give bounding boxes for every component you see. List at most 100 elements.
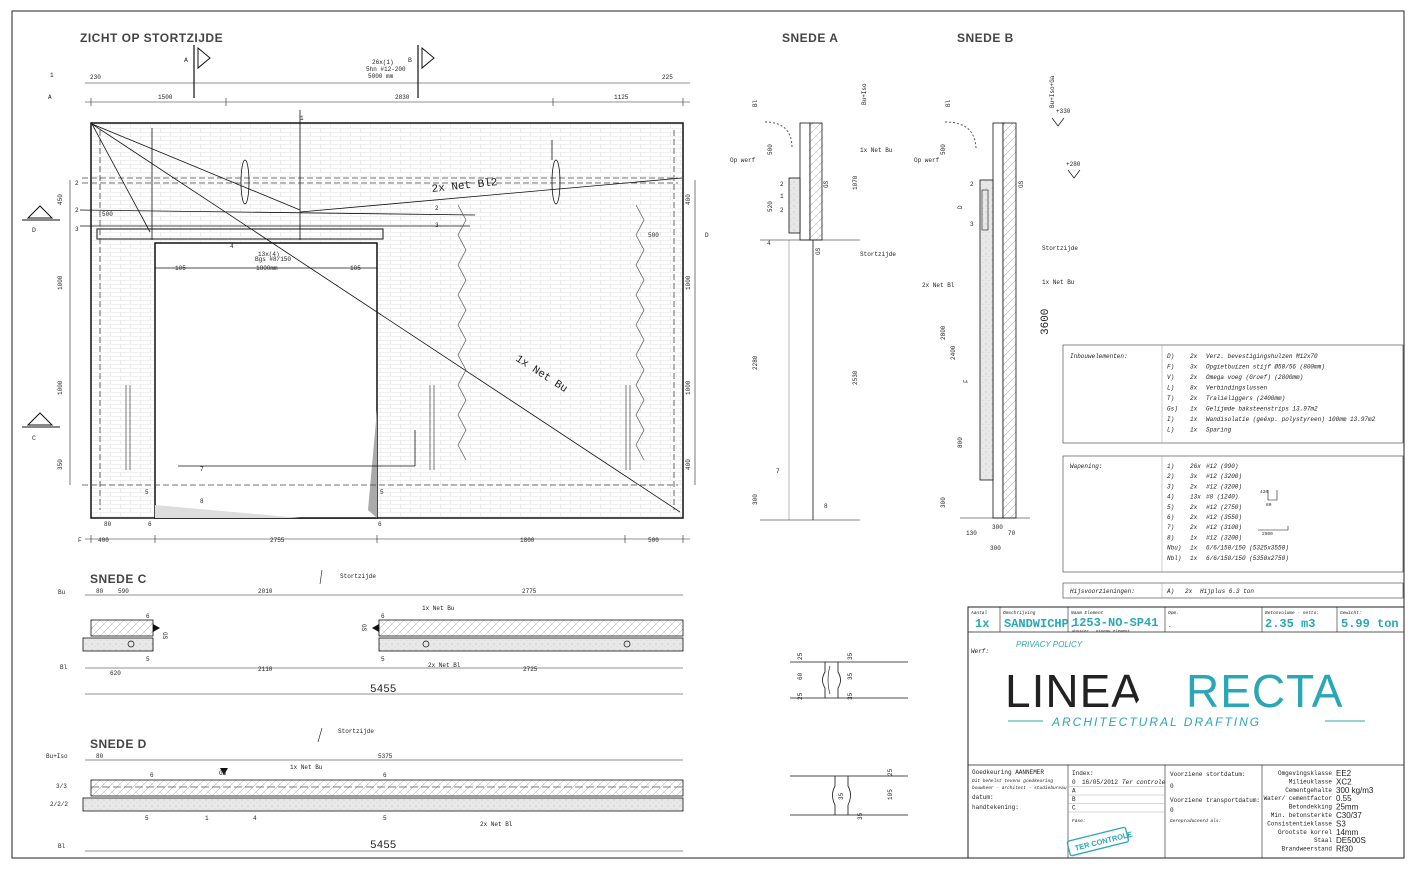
svg-text:D: D [957, 205, 964, 209]
inbouw-row-desc: Wandisolatie (geëxp. polystyreen) 100mm … [1206, 416, 1376, 423]
inbouw-row-qty: 1x [1190, 416, 1198, 423]
svg-text:35: 35 [838, 792, 845, 800]
svg-text:8: 8 [200, 498, 204, 505]
svg-text:2: 2 [75, 207, 79, 214]
svg-text:620: 620 [110, 670, 121, 677]
wapening-table: Wapening: 1)26x#12 (990)2)3x#12 (3200)3)… [1062, 455, 1404, 573]
svg-text:1x Net Bu: 1x Net Bu [1042, 279, 1075, 286]
svg-text:Wapening:: Wapening: [1070, 463, 1102, 470]
wapening-row-code: 8) [1167, 534, 1174, 541]
svg-text:2775: 2775 [522, 588, 537, 595]
svg-text:1000: 1000 [685, 275, 692, 290]
svg-text:70: 70 [1008, 530, 1016, 537]
rebar-note-1: 26x(1) [372, 59, 394, 66]
svg-text:Op werf: Op werf [730, 157, 756, 164]
svg-text:dossier: dossier [1072, 629, 1089, 634]
svg-text:5: 5 [380, 489, 384, 496]
wapening-row-desc: #12 (2750) [1206, 504, 1242, 511]
svg-text:GS: GS [823, 180, 830, 188]
svg-text:2400: 2400 [950, 345, 957, 360]
svg-text:80: 80 [1266, 502, 1272, 508]
inbouw-row-desc: Omega voeg (Groef) (2800mm) [1206, 374, 1303, 381]
svg-text:0: 0 [1170, 807, 1174, 814]
inbouw-row-qty: 1x [1190, 406, 1198, 413]
svg-text:1800: 1800 [520, 537, 535, 544]
wapening-row-qty: 2x [1190, 514, 1198, 521]
svg-text:1000: 1000 [57, 275, 64, 290]
svg-text:2x Net Bl: 2x Net Bl [428, 662, 461, 669]
index-row-letter: A [1072, 788, 1076, 795]
svg-text:300: 300 [990, 545, 1001, 552]
privacy-policy-link[interactable]: PRIVACY POLICY [1016, 640, 1083, 649]
section-a-title: SNEDE A [782, 31, 838, 45]
svg-text:1: 1 [780, 193, 784, 200]
inbouw-row-qty: 2x [1190, 353, 1198, 360]
inbouw-row-qty: 1x [1190, 427, 1198, 434]
svg-text:2x Net Bl: 2x Net Bl [480, 821, 513, 828]
property-label: Min. betonsterkte [1271, 812, 1333, 819]
svg-text:2755: 2755 [270, 537, 285, 544]
wapening-row-desc: #12 (990) [1206, 463, 1238, 470]
inbouw-row-desc: Verz. bevestigingshulzen M12x70 [1206, 353, 1318, 360]
wapening-row-desc: 6/6/150/150 (5325x3550) [1206, 545, 1289, 552]
svg-text:Stortzijde: Stortzijde [340, 573, 376, 580]
svg-text:225: 225 [662, 74, 673, 81]
svg-text:D: D [32, 227, 36, 234]
svg-text:105: 105 [887, 789, 894, 800]
wapening-row-qty: 3x [1190, 473, 1198, 480]
wapening-row-desc: #12 (3100) [1206, 524, 1242, 531]
svg-text:350: 350 [57, 459, 64, 470]
svg-text:3600: 3600 [1040, 309, 1052, 335]
svg-text:7: 7 [776, 468, 780, 475]
svg-text:element: element [1113, 629, 1130, 634]
svg-text:2110: 2110 [258, 666, 273, 673]
svg-text:5455: 5455 [370, 840, 396, 852]
inbouw-row-desc: Sparing [1206, 427, 1232, 434]
svg-text:2: 2 [970, 181, 974, 188]
svg-text:80: 80 [96, 753, 104, 760]
index-row-date: 16/05/2012 [1082, 779, 1118, 786]
svg-text:Bl: Bl [945, 99, 952, 107]
svg-text:2530: 2530 [852, 370, 859, 385]
svg-text:105: 105 [175, 265, 186, 272]
svg-text:+330: +330 [1056, 108, 1071, 115]
svg-text:LINEA: LINEA [1005, 665, 1143, 717]
property-value: 25mm [1336, 803, 1359, 812]
svg-text:3: 3 [435, 222, 439, 229]
elevation-title: ZICHT OP STORTZIJDE [80, 31, 223, 45]
svg-text:1x: 1x [975, 617, 989, 631]
wapening-row-code: 5) [1167, 504, 1174, 511]
inbouw-row-desc: Verbindingslussen [1206, 385, 1268, 392]
svg-text:2.35 m3: 2.35 m3 [1265, 617, 1315, 631]
wapening-row-qty: 1x [1190, 545, 1198, 552]
svg-text:420: 420 [1260, 489, 1268, 495]
elevation-view: ZICHT OP STORTZIJDE A B 26x(1) 5hn #12-2… [22, 31, 709, 544]
svg-text:520: 520 [767, 201, 774, 212]
section-b-title: SNEDE B [957, 31, 1014, 45]
wapening-row-qty: 1x [1190, 555, 1198, 562]
wapening-row-qty: 13x [1190, 494, 1201, 501]
index-row-note: Ter controle [1122, 779, 1166, 786]
svg-text:2x Net Bl: 2x Net Bl [922, 282, 955, 289]
svg-text:Betonvolume - netto:: Betonvolume - netto: [1265, 610, 1319, 616]
property-label: Water/ cementfactor [1264, 795, 1333, 802]
section-marker-c: C [22, 412, 60, 442]
svg-text:Bl: Bl [752, 99, 759, 107]
hijs-table: Hijsvoorzieningen: A) 2x Hijplus 6.3 ton [1062, 582, 1404, 599]
svg-text:400: 400 [685, 459, 692, 470]
property-label: Brandweerstand [1282, 846, 1333, 853]
svg-text:Aantal: Aantal [970, 610, 988, 616]
index-row-letter: C [1072, 805, 1076, 812]
svg-text:105: 105 [350, 265, 361, 272]
svg-text:A): A) [1166, 588, 1174, 595]
svg-text:1x Net Bu: 1x Net Bu [422, 605, 455, 612]
svg-text:GS: GS [360, 624, 367, 632]
svg-text:500: 500 [767, 144, 774, 155]
inbouw-row-code: D) [1167, 353, 1174, 360]
svg-text:1x Net Bu: 1x Net Bu [860, 147, 893, 154]
inbouw-row-qty: 2x [1190, 395, 1198, 402]
property-value: 14mm [1336, 828, 1359, 837]
svg-text:3: 3 [970, 221, 974, 228]
svg-text:35: 35 [847, 692, 854, 700]
